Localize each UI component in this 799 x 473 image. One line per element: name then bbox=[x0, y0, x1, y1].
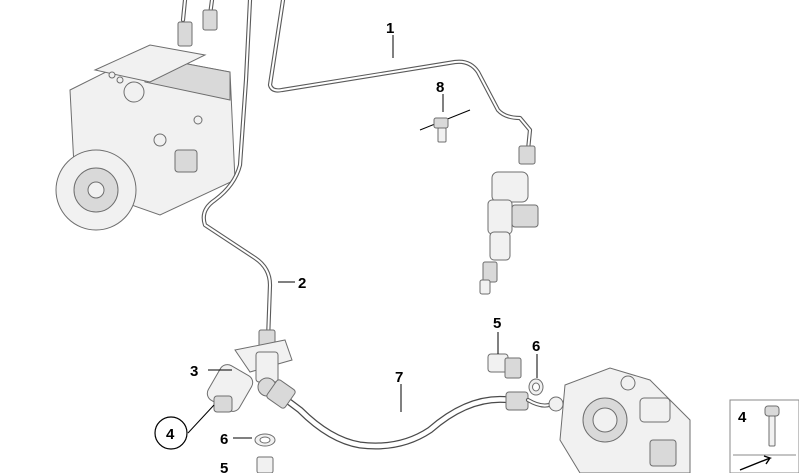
hollow-bolt-5-right bbox=[487, 353, 522, 379]
legend-label: 4 bbox=[738, 409, 747, 426]
sensor-8 bbox=[419, 109, 471, 143]
brake-line-1 bbox=[267, 0, 536, 165]
seal-6-bottom bbox=[254, 433, 276, 447]
callout-4: 4 bbox=[166, 426, 175, 443]
brake-hose-7 bbox=[266, 379, 564, 450]
callout-2: 2 bbox=[298, 275, 306, 292]
abs-hydraulic-unit bbox=[55, 44, 236, 231]
legend-box: 4 bbox=[729, 399, 799, 473]
callout-5-bottom: 5 bbox=[220, 460, 228, 473]
callout-5-right: 5 bbox=[493, 315, 501, 332]
seal-6-right bbox=[528, 378, 544, 396]
callout-6-bottom: 6 bbox=[220, 431, 228, 448]
brake-caliper bbox=[559, 367, 691, 473]
callout-6-right: 6 bbox=[532, 338, 540, 355]
callout-1: 1 bbox=[386, 20, 394, 37]
callout-3: 3 bbox=[190, 363, 198, 380]
callout-7: 7 bbox=[395, 369, 403, 386]
hollow-bolt-5-bottom bbox=[256, 456, 274, 473]
arrow-icon bbox=[739, 455, 773, 471]
callout-8: 8 bbox=[436, 79, 444, 96]
master-cylinder bbox=[479, 171, 539, 295]
callout-4-circled: 4 bbox=[154, 416, 188, 450]
